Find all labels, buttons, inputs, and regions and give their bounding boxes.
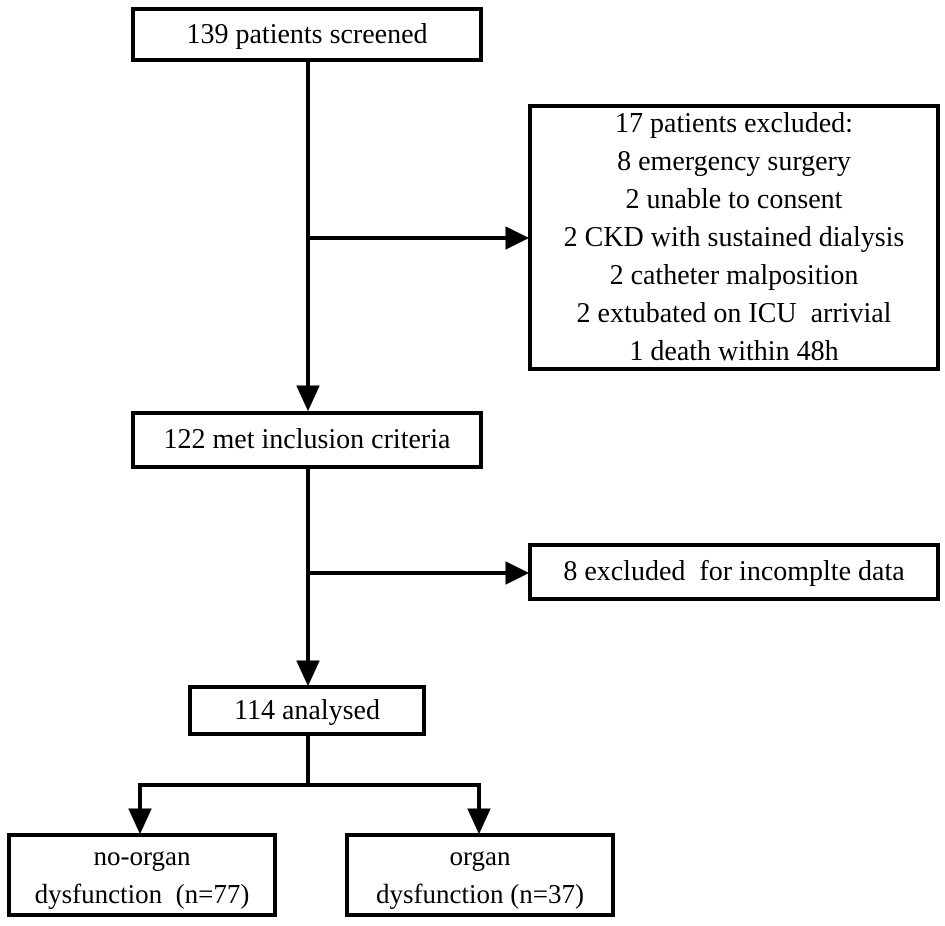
box-excluded-incomplete-data: 8 excluded for incomplte data bbox=[528, 543, 940, 601]
no-organ-dysfunction-label: no-organ dysfunction (n=77) bbox=[34, 841, 250, 909]
box-analysed: 114 analysed bbox=[188, 685, 426, 736]
excluded-item: 2 extubated on ICU arrivial bbox=[576, 297, 892, 329]
arrowhead-into-excluded17 bbox=[505, 226, 530, 250]
patients-screened-label: 139 patients screened bbox=[186, 18, 428, 50]
excluded-item: 2 unable to consent bbox=[625, 183, 843, 215]
box-organ-dysfunction: organ dysfunction (n=37) bbox=[345, 833, 615, 917]
arrowhead-into-inclusion bbox=[296, 385, 320, 412]
excluded-item: 8 emergency surgery bbox=[617, 145, 851, 177]
excluded-item: 2 CKD with sustained dialysis bbox=[563, 221, 905, 253]
box-met-inclusion-criteria: 122 met inclusion criteria bbox=[131, 411, 483, 469]
excluded-item: 1 death within 48h bbox=[629, 335, 839, 367]
arrowhead-into-analysed bbox=[296, 660, 320, 687]
box-patients-screened: 139 patients screened bbox=[131, 7, 483, 62]
patients-excluded-title: 17 patients excluded: bbox=[615, 107, 853, 139]
analysed-label: 114 analysed bbox=[234, 694, 380, 726]
arrowhead-into-organ bbox=[467, 808, 491, 835]
arrowhead-into-excluded8 bbox=[505, 561, 530, 585]
arrowhead-into-no-organ bbox=[128, 808, 152, 835]
box-no-organ-dysfunction: no-organ dysfunction (n=77) bbox=[7, 833, 277, 917]
organ-dysfunction-label: organ dysfunction (n=37) bbox=[376, 841, 584, 909]
box-patients-excluded: 17 patients excluded: 8 emergency surger… bbox=[528, 104, 940, 371]
excluded-item: 2 catheter malposition bbox=[609, 259, 859, 291]
met-inclusion-criteria-label: 122 met inclusion criteria bbox=[163, 424, 451, 455]
excluded-incomplete-data-label: 8 excluded for incomplte data bbox=[563, 556, 905, 587]
